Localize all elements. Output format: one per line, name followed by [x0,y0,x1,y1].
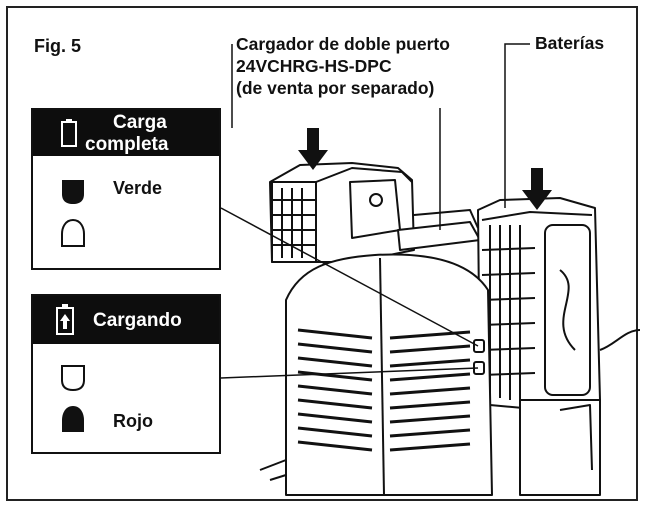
led-solid-icon [62,180,84,204]
charger-front [259,253,493,496]
vent-slots [297,328,471,452]
down-arrow-icon [522,168,552,210]
batteries-label: Baterías [535,33,605,53]
led-solid-icon [62,406,84,432]
battery-full-icon [61,119,77,147]
led-indicators-full [61,180,85,247]
full-charge-panel: Carga completa Verde [31,108,221,270]
full-charge-header: Carga completa [33,110,219,156]
battery-charging-icon [56,304,74,335]
led-outline-icon [61,365,85,392]
charger-label-line1: Cargador de doble puerto [236,34,450,54]
full-charge-title-line2: completa [85,134,169,155]
charger-label: Cargador de doble puerto 24VCHRG-HS-DPC … [236,33,450,99]
charging-state: Rojo [113,411,153,431]
down-arrow-icon [298,128,328,170]
insert-arrows [298,128,552,210]
led-outline-icon [61,218,85,247]
charging-title: Cargando [93,310,182,331]
right-battery [477,197,641,411]
charging-panel: Cargando Rojo [31,294,221,454]
charging-header: Cargando [33,296,219,344]
full-charge-title-line1: Carga [113,112,167,133]
figure-label: Fig. 5 [34,36,82,56]
indicator-leds [473,339,485,375]
charger-label-line2: 24VCHRG-HS-DPC [236,56,392,76]
led-indicators-charging [61,365,85,432]
full-charge-state: Verde [113,178,163,198]
left-battery [269,162,415,263]
charger-label-line3: (de venta por separado) [236,78,435,98]
callout-lines [220,43,530,379]
